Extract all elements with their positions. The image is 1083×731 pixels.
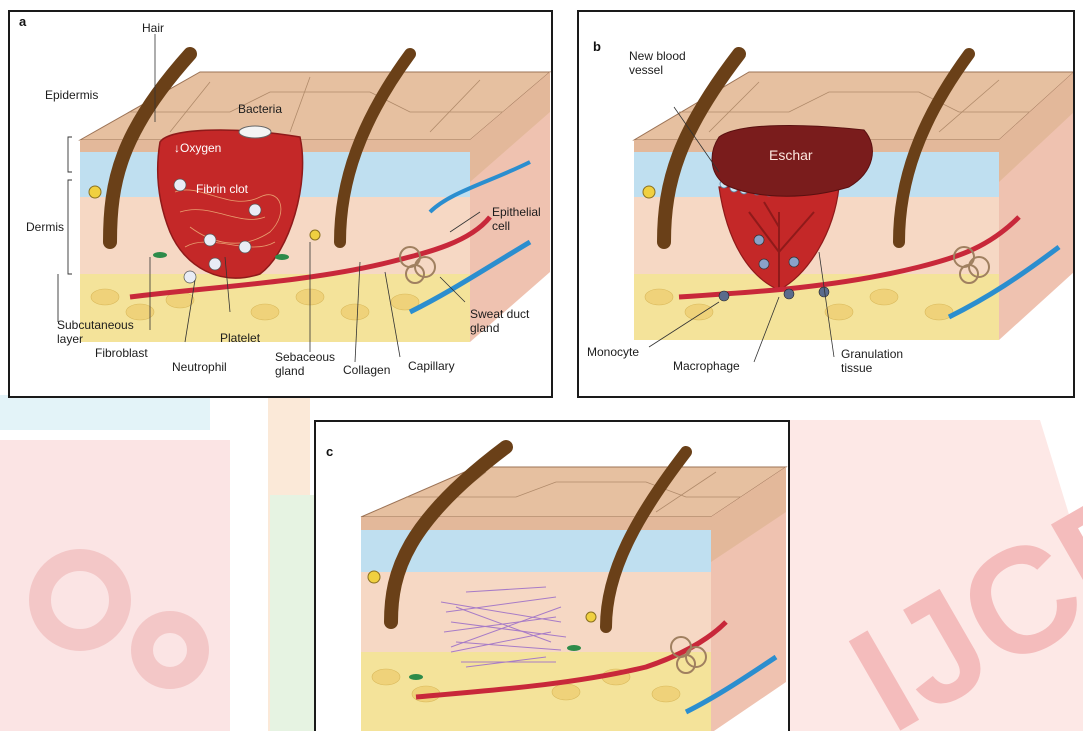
label-sweat-duct-2: gland xyxy=(470,322,499,335)
label-fibroblast: Fibroblast xyxy=(95,347,148,360)
label-capillary: Capillary xyxy=(408,360,455,373)
label-sebaceous-1: Sebaceous xyxy=(275,351,335,364)
label-eschar: Eschar xyxy=(769,149,813,162)
label-sebaceous-2: gland xyxy=(275,365,304,378)
sebaceous-gland-shape-2 xyxy=(586,612,596,622)
watermark-blue-band xyxy=(0,395,210,430)
panel-letter-c: c xyxy=(326,444,333,459)
label-epithelial-2: cell xyxy=(492,220,510,233)
label-monocyte: Monocyte xyxy=(587,346,639,359)
label-subcutaneous-2: layer xyxy=(57,333,83,346)
sebaceous-gland-shape-2 xyxy=(310,230,320,240)
label-collagen: Collagen xyxy=(343,364,390,377)
label-macrophage: Macrophage xyxy=(673,360,740,373)
sebaceous-gland-shape xyxy=(368,571,380,583)
label-granulation-2: tissue xyxy=(841,362,872,375)
label-oxygen: ↓Oxygen xyxy=(174,142,221,155)
label-neutrophil: Neutrophil xyxy=(172,361,227,374)
label-hair: Hair xyxy=(142,22,164,35)
label-subcutaneous-1: Subcutaneous xyxy=(57,319,134,332)
panel-c: c xyxy=(314,420,790,731)
label-sweat-duct-1: Sweat duct xyxy=(470,308,529,321)
label-dermis: Dermis xyxy=(26,221,64,234)
watermark-green-band xyxy=(270,495,315,731)
label-fibrin-clot: Fibrin clot xyxy=(196,183,248,196)
label-platelet: Platelet xyxy=(220,332,260,345)
label-new-blood-vessel-1: New blood xyxy=(629,50,686,63)
panel-letter-a: a xyxy=(19,14,26,29)
bacteria-cell xyxy=(239,126,271,138)
sebaceous-gland-shape xyxy=(89,186,101,198)
panel-c-illustration xyxy=(316,422,790,731)
sebaceous-gland-shape xyxy=(643,186,655,198)
label-new-blood-vessel-2: vessel xyxy=(629,64,663,77)
fibroblast-cell-2 xyxy=(275,254,289,260)
panel-letter-b: b xyxy=(593,39,601,54)
panel-a-illustration xyxy=(10,12,553,398)
fibroblast-cell-2 xyxy=(567,645,581,651)
label-granulation-1: Granulation xyxy=(841,348,903,361)
fibroblast-cell xyxy=(153,252,167,258)
label-epithelial-1: Epithelial xyxy=(492,206,541,219)
panel-b: b New blood vessel Eschar Monocyte Macro… xyxy=(577,10,1075,398)
label-epidermis: Epidermis xyxy=(45,89,98,102)
panel-a: a Hair Epidermis Dermis Subcutaneous lay… xyxy=(8,10,553,398)
fibroblast-cell xyxy=(409,674,423,680)
label-bacteria: Bacteria xyxy=(238,103,282,116)
